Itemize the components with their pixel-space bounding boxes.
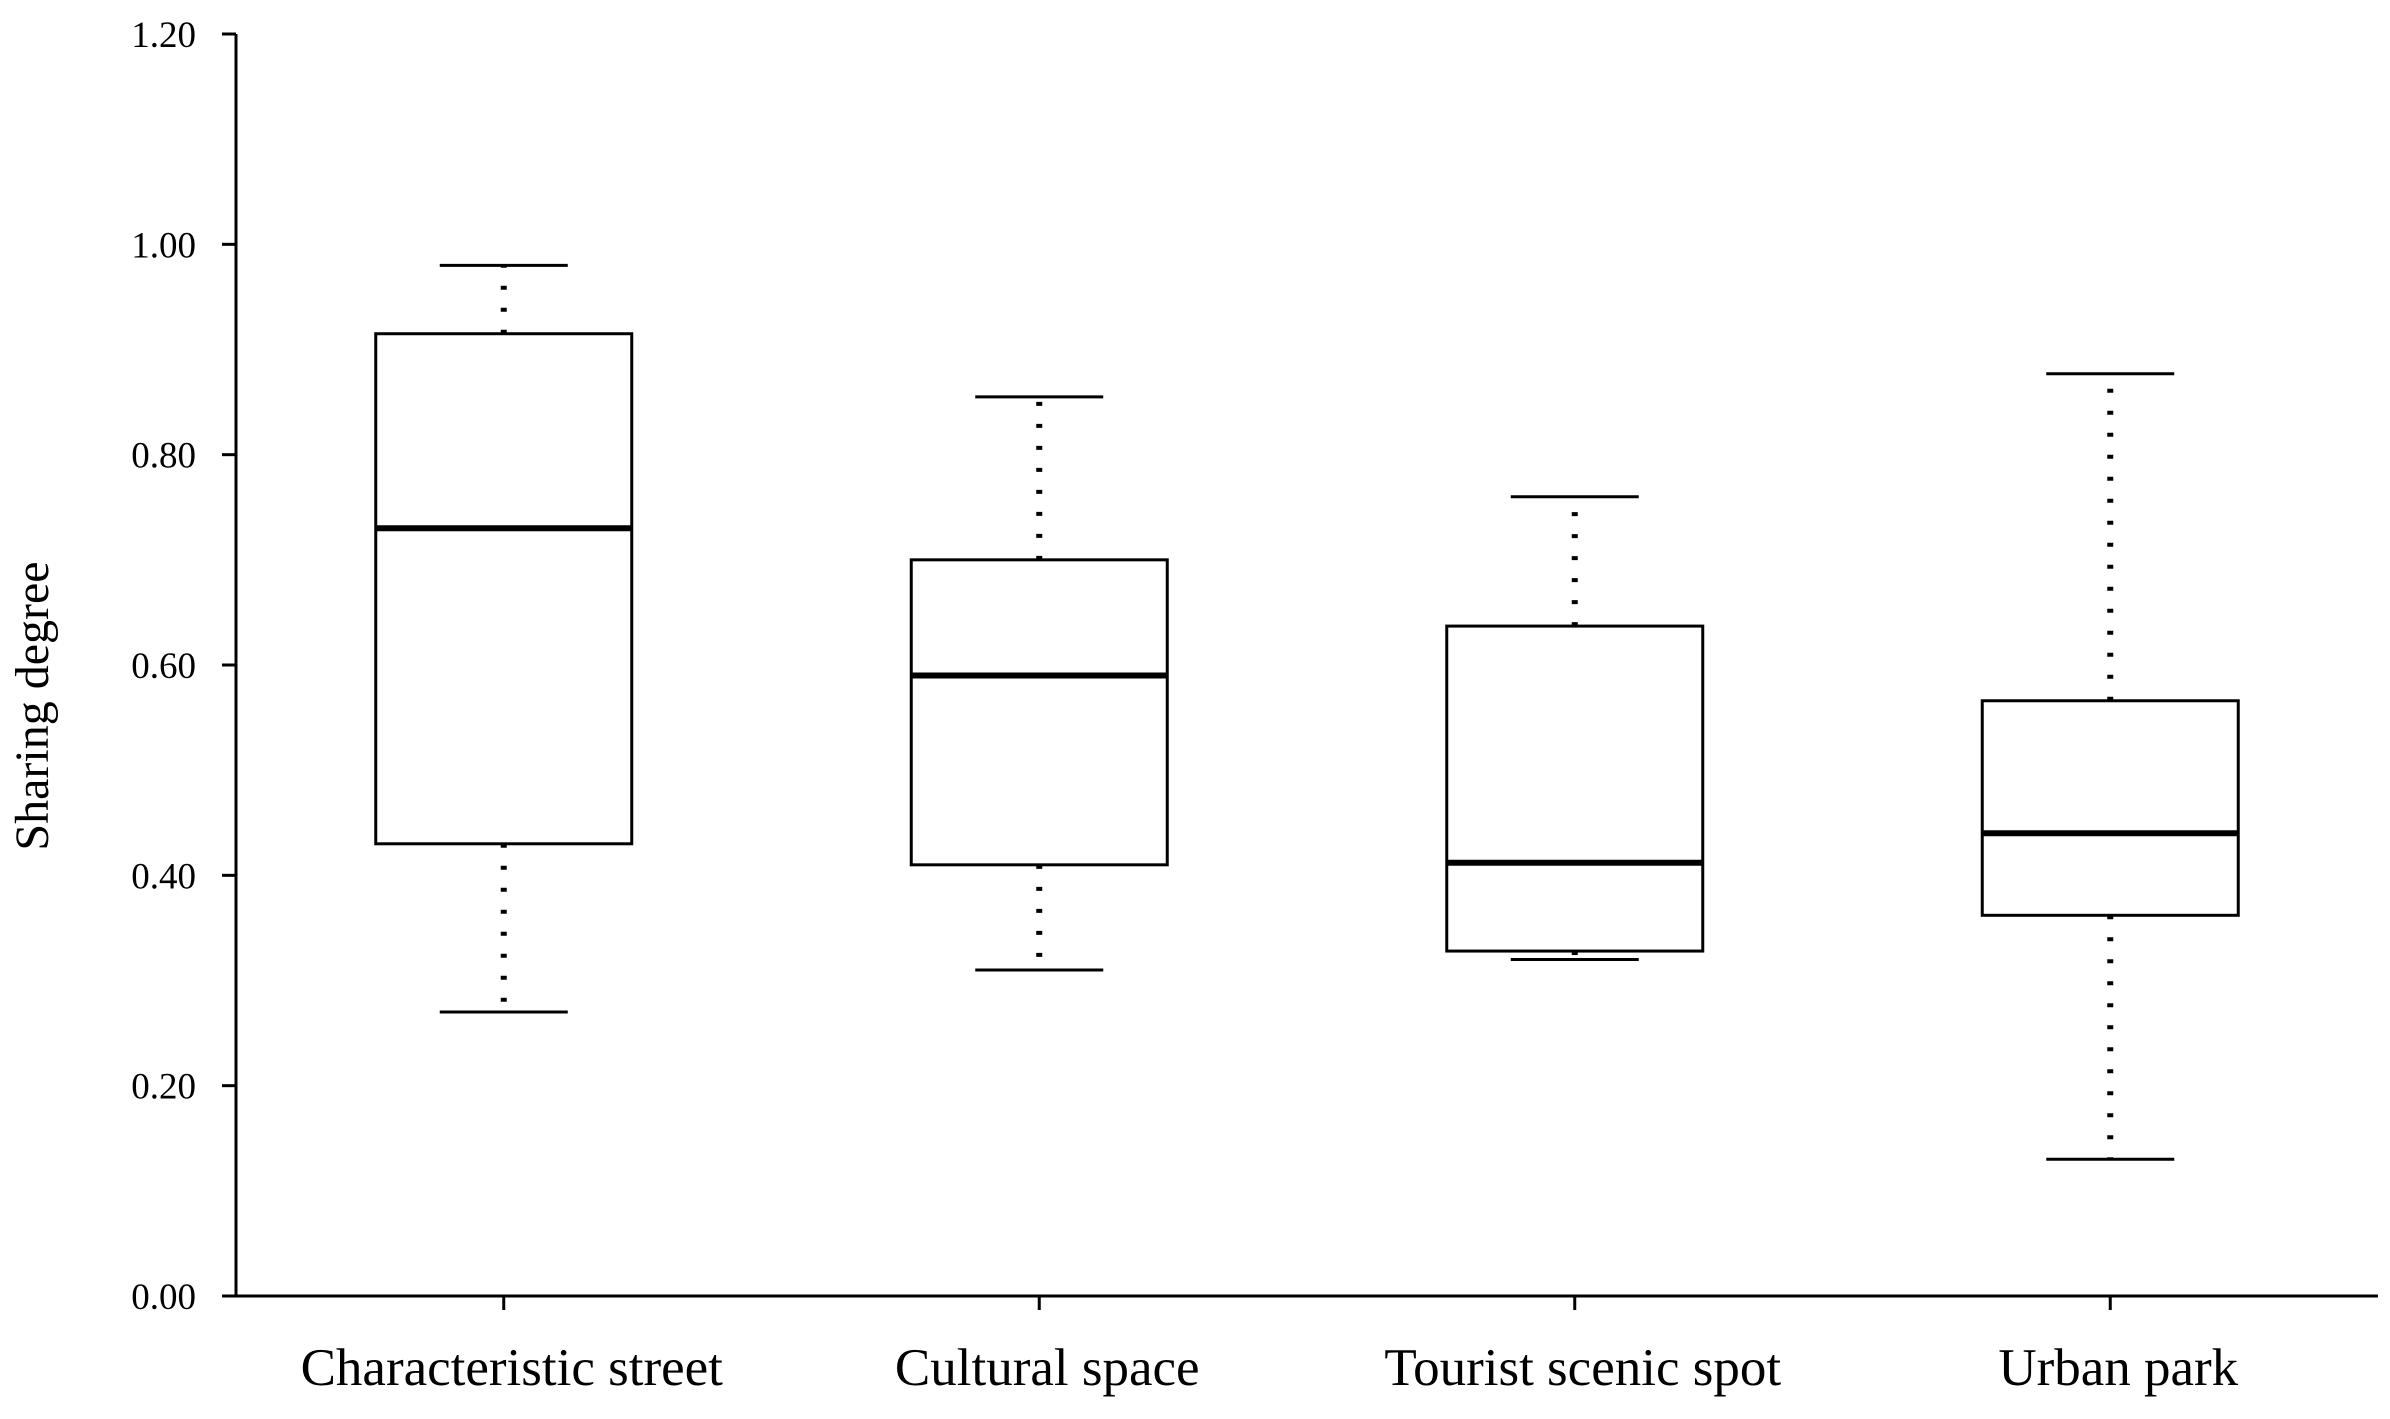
y-tick-label: 0.00 xyxy=(131,1277,196,1318)
labels: 0.00 0.20 0.40 0.60 0.80 1.00 1.20Characterist… xyxy=(131,15,2238,1397)
iqr-box xyxy=(1445,624,1705,953)
x-category-label: Characteristic street xyxy=(301,1339,724,1397)
iqr-box xyxy=(374,332,634,846)
y-tick-label: 0.40 xyxy=(131,856,196,897)
y-tick-label: 1.00 xyxy=(131,225,196,266)
iqr-box xyxy=(1980,699,2240,917)
box-group xyxy=(1445,495,1705,961)
y-tick-label: 1.20 xyxy=(131,15,196,56)
x-category-label: Urban park xyxy=(1998,1339,2238,1397)
x-category-label: Cultural space xyxy=(895,1339,1200,1397)
iqr-box xyxy=(909,558,1169,867)
y-axis-title: Sharing degree xyxy=(6,561,59,850)
box-group xyxy=(374,263,634,1014)
axes xyxy=(222,32,2378,1310)
boxes xyxy=(374,263,2240,1161)
box-group xyxy=(1980,372,2240,1161)
x-category-label: Tourist scenic spot xyxy=(1384,1339,1781,1397)
y-tick-label: 0.60 xyxy=(131,646,196,687)
box-group xyxy=(909,395,1169,972)
y-tick-label: 0.20 xyxy=(131,1067,196,1108)
y-tick-label: 0.80 xyxy=(131,436,196,477)
